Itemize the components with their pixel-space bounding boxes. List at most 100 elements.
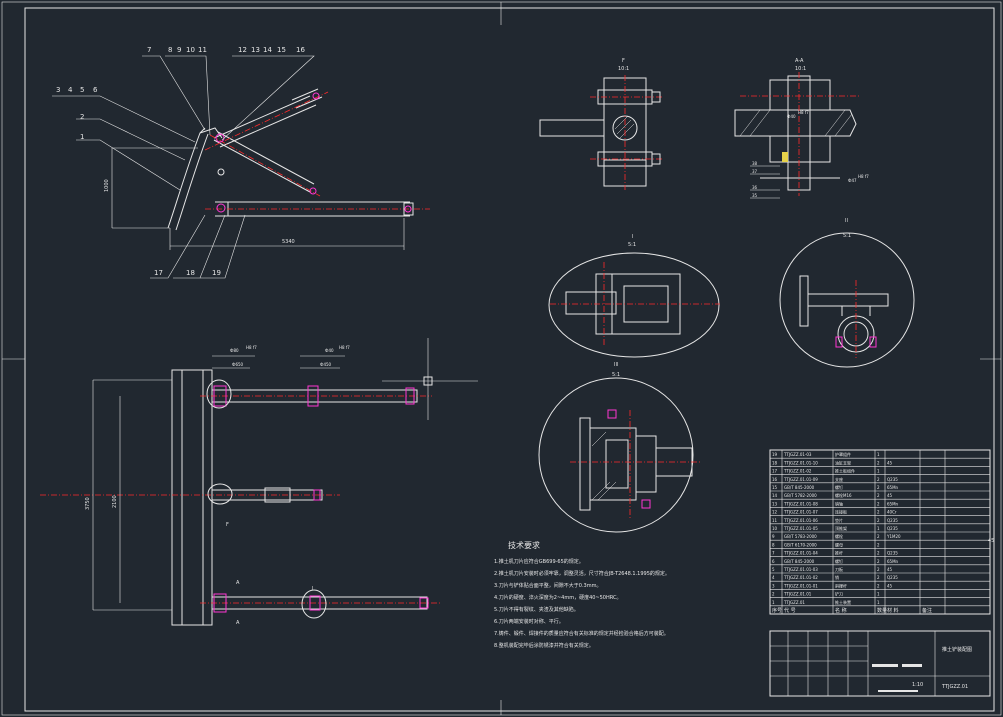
bom-cell-code: TTJGZZ.01.01 [783, 592, 812, 597]
aa-num-35: 35 [752, 193, 758, 198]
callout-d40: Ф40 [325, 348, 334, 353]
callout-d80-fit: H8 f7 [246, 345, 257, 350]
dim-5340: 5340 [282, 239, 295, 245]
bom-cell-mat: 45 [887, 460, 893, 465]
bom-cell-code: GB/T 845-2000 [784, 559, 815, 564]
bom-cell-no: 5 [772, 567, 775, 572]
bom-cell-no: 8 [772, 542, 775, 547]
bom-cell-qty: 2 [877, 542, 880, 547]
bom-cell-qty: 2 [877, 510, 880, 515]
callout-d80: Ф80 [230, 348, 239, 353]
detail-iii: III 5:1 [538, 362, 700, 533]
bom-cell-code: TTJGZZ.01.01-04 [783, 551, 818, 556]
leader-2: 2 [80, 113, 84, 121]
bom-cell-name: 斜撑杆 [835, 582, 847, 588]
bom-cell-mat: Q235 [887, 526, 898, 531]
bom-cell-qty: 2 [877, 559, 880, 564]
side-view: 1000 5340 7 8 9 10 11 12 13 14 15 16 3 4… [52, 46, 430, 279]
bom-cell-no: 2 [772, 592, 775, 597]
bom-cell-mat: Y1M20 [886, 534, 901, 539]
bom-cell-code: TTJGZZ.01-02 [783, 469, 812, 474]
leader-14: 14 [263, 46, 272, 54]
requirement-4: 4.刀片的硬度、淬火深度为2~4mm，硬度40~50HRC。 [494, 594, 621, 601]
bom-cell-mat: 45 [887, 583, 893, 588]
detail-iii-scale: 5:1 [612, 372, 620, 378]
bom-cell-name: 螺钉 [835, 484, 843, 490]
aa-num-36: 36 [752, 185, 758, 190]
view-f: F 10:1 [539, 58, 662, 190]
bom-cell-name: 刀板 [835, 566, 843, 572]
bom-header-mat: 材 料 [887, 607, 899, 614]
bom-cell-no: 16 [772, 477, 778, 482]
bom-cell-name: 螺栓 [835, 533, 843, 539]
bom-cell-code: GB/T 6170-2000 [784, 542, 817, 547]
requirement-7: 7.铸件、锻件、焊接件的质量应符合有关标准的规定并经检验合格后方可装配。 [494, 630, 669, 637]
bom-cell-mat: 40Cr [887, 510, 897, 515]
detail-i-scale: 5:1 [628, 242, 636, 248]
requirement-1: 1.推土机刀片应符合GB699-65的规定。 [494, 558, 584, 565]
leader-16: 16 [296, 46, 305, 54]
bom-cell-code: TTJGZZ.01.01-06 [783, 518, 818, 523]
bom-header-no: 序号 [772, 607, 782, 614]
bom-cell-code: TTJGZZ.01.01-03 [783, 567, 818, 572]
plan-view: 3750 2100 Ф80 H8 f7 Ф650 Ф40 H8 f7 Ф450 … [40, 338, 478, 626]
view-f-title: F [622, 58, 625, 64]
detail-iii-title: III [614, 362, 618, 368]
bom-cell-qty: 2 [877, 485, 880, 490]
requirement-5: 5.刀片不得有裂纹、夹渣及其他缺陷。 [494, 606, 579, 613]
title-block-name: 推土铲装配图 [942, 646, 972, 653]
bom-cell-qty: 1 [877, 526, 880, 531]
leader-8: 8 [168, 46, 172, 54]
bom-header-code: 代 号 [784, 607, 796, 614]
leader-19: 19 [212, 269, 221, 277]
leader-15: 15 [277, 46, 286, 54]
callout-d40-fit: H8 f7 [339, 345, 350, 350]
bom-cell-name: 护罩组件 [835, 451, 851, 457]
bom-cell-mat: Q235 [887, 518, 898, 523]
bom-header-qty: 数量 [877, 607, 887, 614]
bom-cell-code: GB/T 5783-2000 [784, 534, 817, 539]
bom-cell-qty: 2 [877, 567, 880, 572]
detail-ii-scale: 5:1 [843, 233, 851, 239]
requirement-6: 6.刀片两端安装时对称、平行。 [494, 618, 564, 625]
bom-cell-mat: Q235 [887, 575, 898, 580]
leader-5: 5 [80, 86, 84, 94]
leader-3: 3 [56, 86, 60, 94]
bom-cell-no: 17 [772, 469, 778, 474]
bom-cell-code: TTJGZZ.01.01-07 [783, 510, 818, 515]
leader-9: 9 [177, 46, 181, 54]
leader-10: 10 [186, 46, 195, 54]
leader-11: 11 [198, 46, 207, 54]
aa-num-38: 38 [752, 161, 758, 166]
title-block-scale: 1:10 [912, 682, 923, 688]
bom-cell-qty: 2 [877, 460, 880, 465]
bom-cell-name: 连接板 [835, 509, 847, 515]
bom-cell-qty: 2 [877, 583, 880, 588]
bom-cell-name: 支座 [835, 476, 843, 482]
callout-d450: Ф450 [320, 362, 332, 367]
leader-7: 7 [147, 46, 151, 54]
detail-ii-title: II [845, 218, 848, 224]
view-f-arrow: F [226, 522, 229, 528]
bom-cell-code: TTJGZZ.01.01-08 [783, 501, 818, 506]
bom-cell-name: 垫片 [835, 517, 843, 523]
dim-2100: 2100 [112, 495, 118, 508]
leader-18: 18 [186, 269, 195, 277]
section-a-bottom: A [236, 620, 240, 626]
requirement-2: 2.推土机刀片安装时必须牢靠，调整灵活，尺寸符合JB-T2648.1.1995的… [494, 570, 670, 577]
bom-cell-code: GB/T 845-2000 [784, 485, 815, 490]
bom-cell-name: 推土装置 [835, 599, 851, 605]
bom-cell-no: 19 [772, 452, 778, 457]
bom-cell-code: GB/T 5782-2000 [784, 493, 817, 498]
bom-header-note: 备注 [922, 607, 932, 614]
bom-cell-qty: 1 [877, 452, 880, 457]
leader-1: 1 [80, 133, 84, 141]
bom-cell-name: 螺钉 [835, 558, 843, 564]
bom-side-number: 45 [988, 538, 994, 544]
view-aa: A-A 10:1 Ф40 H8 f7 Ф47 H8 f7 38 37 36 35 [734, 58, 869, 199]
bom-cell-no: 12 [772, 510, 778, 515]
bom-cell-qty: 1 [877, 592, 880, 597]
